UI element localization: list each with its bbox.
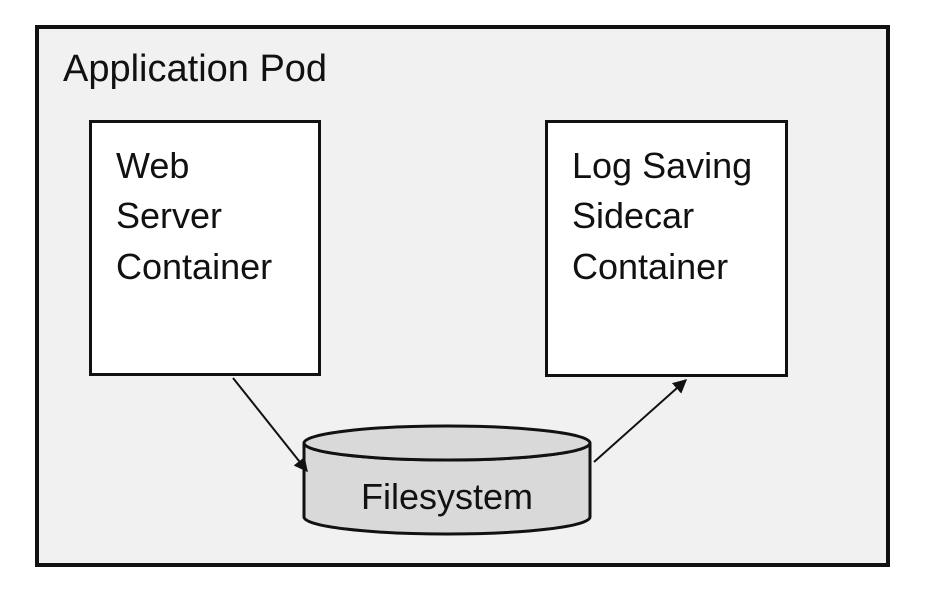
node-log-saving-sidecar-container: Log Saving Sidecar Container	[545, 120, 788, 377]
node-web-server-container: Web Server Container	[89, 120, 321, 376]
web-server-container-label: Web Server Container	[116, 145, 273, 287]
pod-title: Application Pod	[63, 48, 328, 90]
log-saving-sidecar-container-label: Log Saving Sidecar Container	[572, 145, 753, 287]
